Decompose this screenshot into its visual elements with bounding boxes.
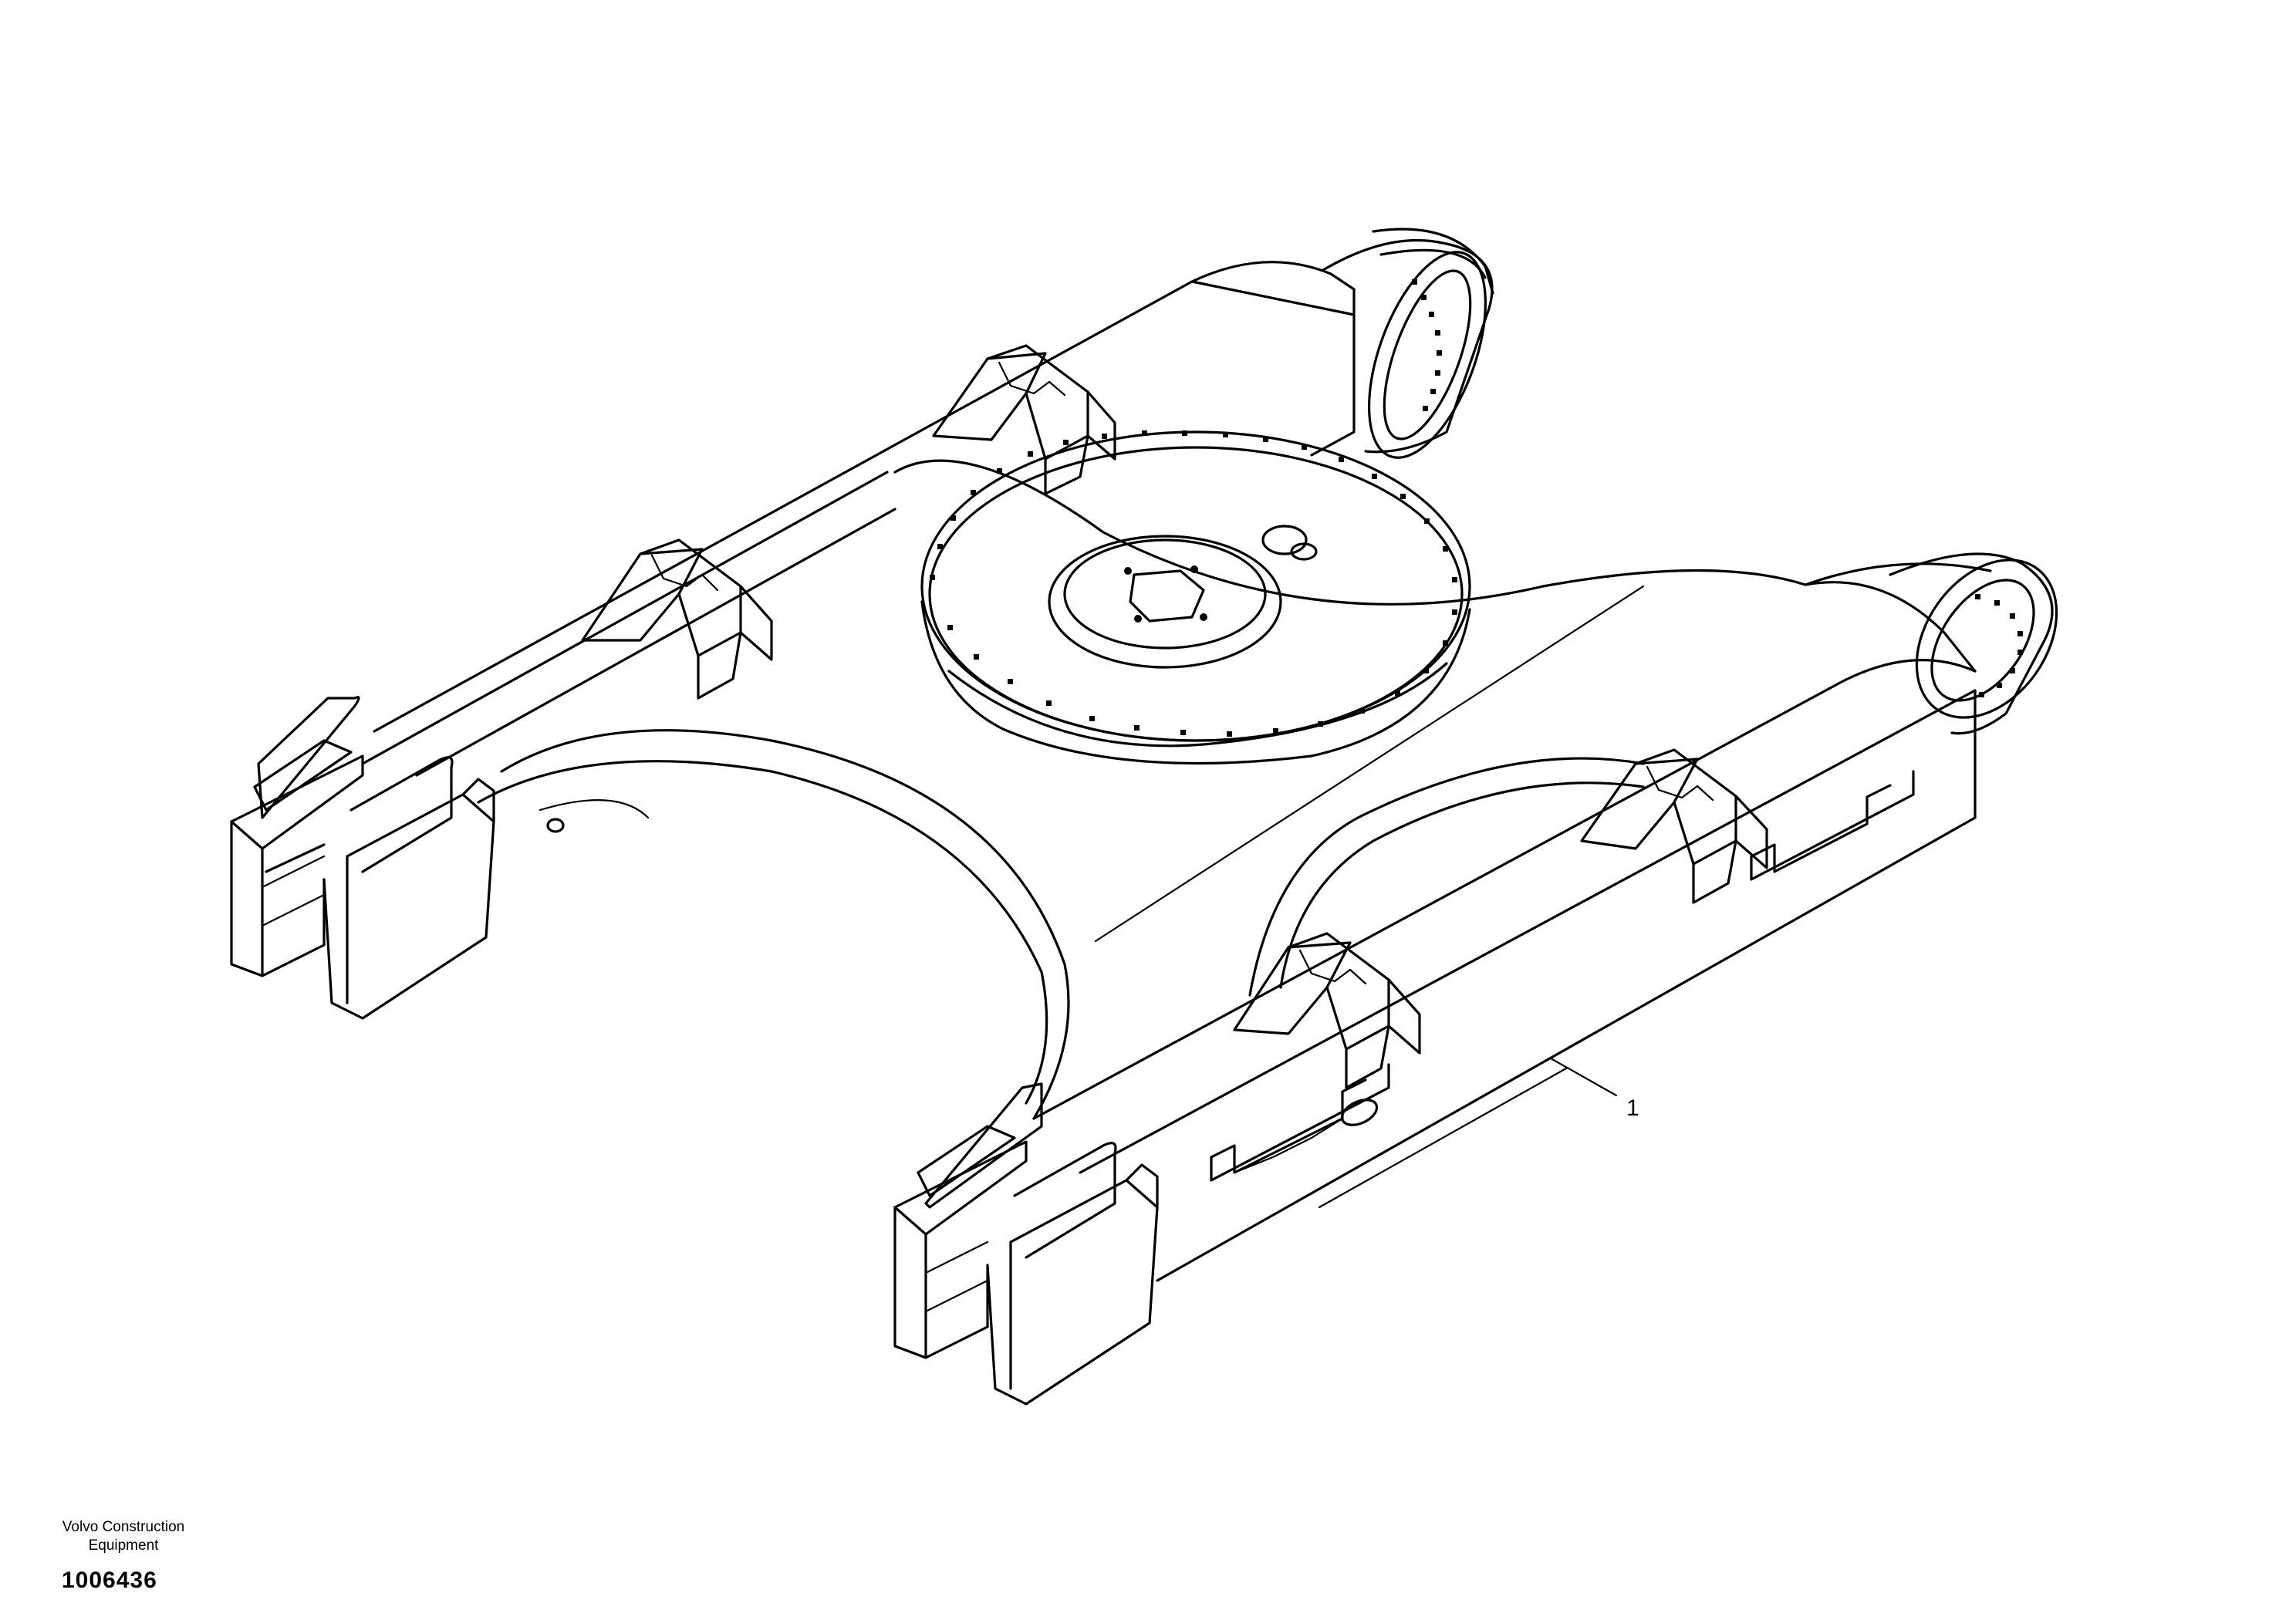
center-x-frame xyxy=(477,459,1807,1120)
near-frame-cutouts xyxy=(1210,770,1915,1182)
front-end-right xyxy=(893,1082,1159,1406)
company-name-line1: Volvo Construction xyxy=(62,1519,185,1535)
callout-1: 1 xyxy=(1549,1057,1639,1121)
carrier-roller-bracket-far-2 xyxy=(932,344,1116,495)
front-end-left xyxy=(230,696,495,1020)
callout-label-1: 1 xyxy=(1626,1095,1639,1121)
bearing-bolt-holes xyxy=(930,430,1457,737)
carrier-roller-bracket-near-1 xyxy=(1233,932,1421,1089)
footer-company: Volvo Construction Equipment xyxy=(31,1518,216,1555)
carrier-roller-bracket-far-1 xyxy=(581,538,773,700)
drawing-number: 1006436 xyxy=(62,1568,157,1593)
company-name-line2: Equipment xyxy=(88,1537,159,1554)
swing-bearing xyxy=(920,430,1471,765)
sleeve-bolt-holes xyxy=(1412,279,2023,697)
near-track-frame xyxy=(1032,552,2058,1282)
far-track-frame xyxy=(361,228,1494,777)
